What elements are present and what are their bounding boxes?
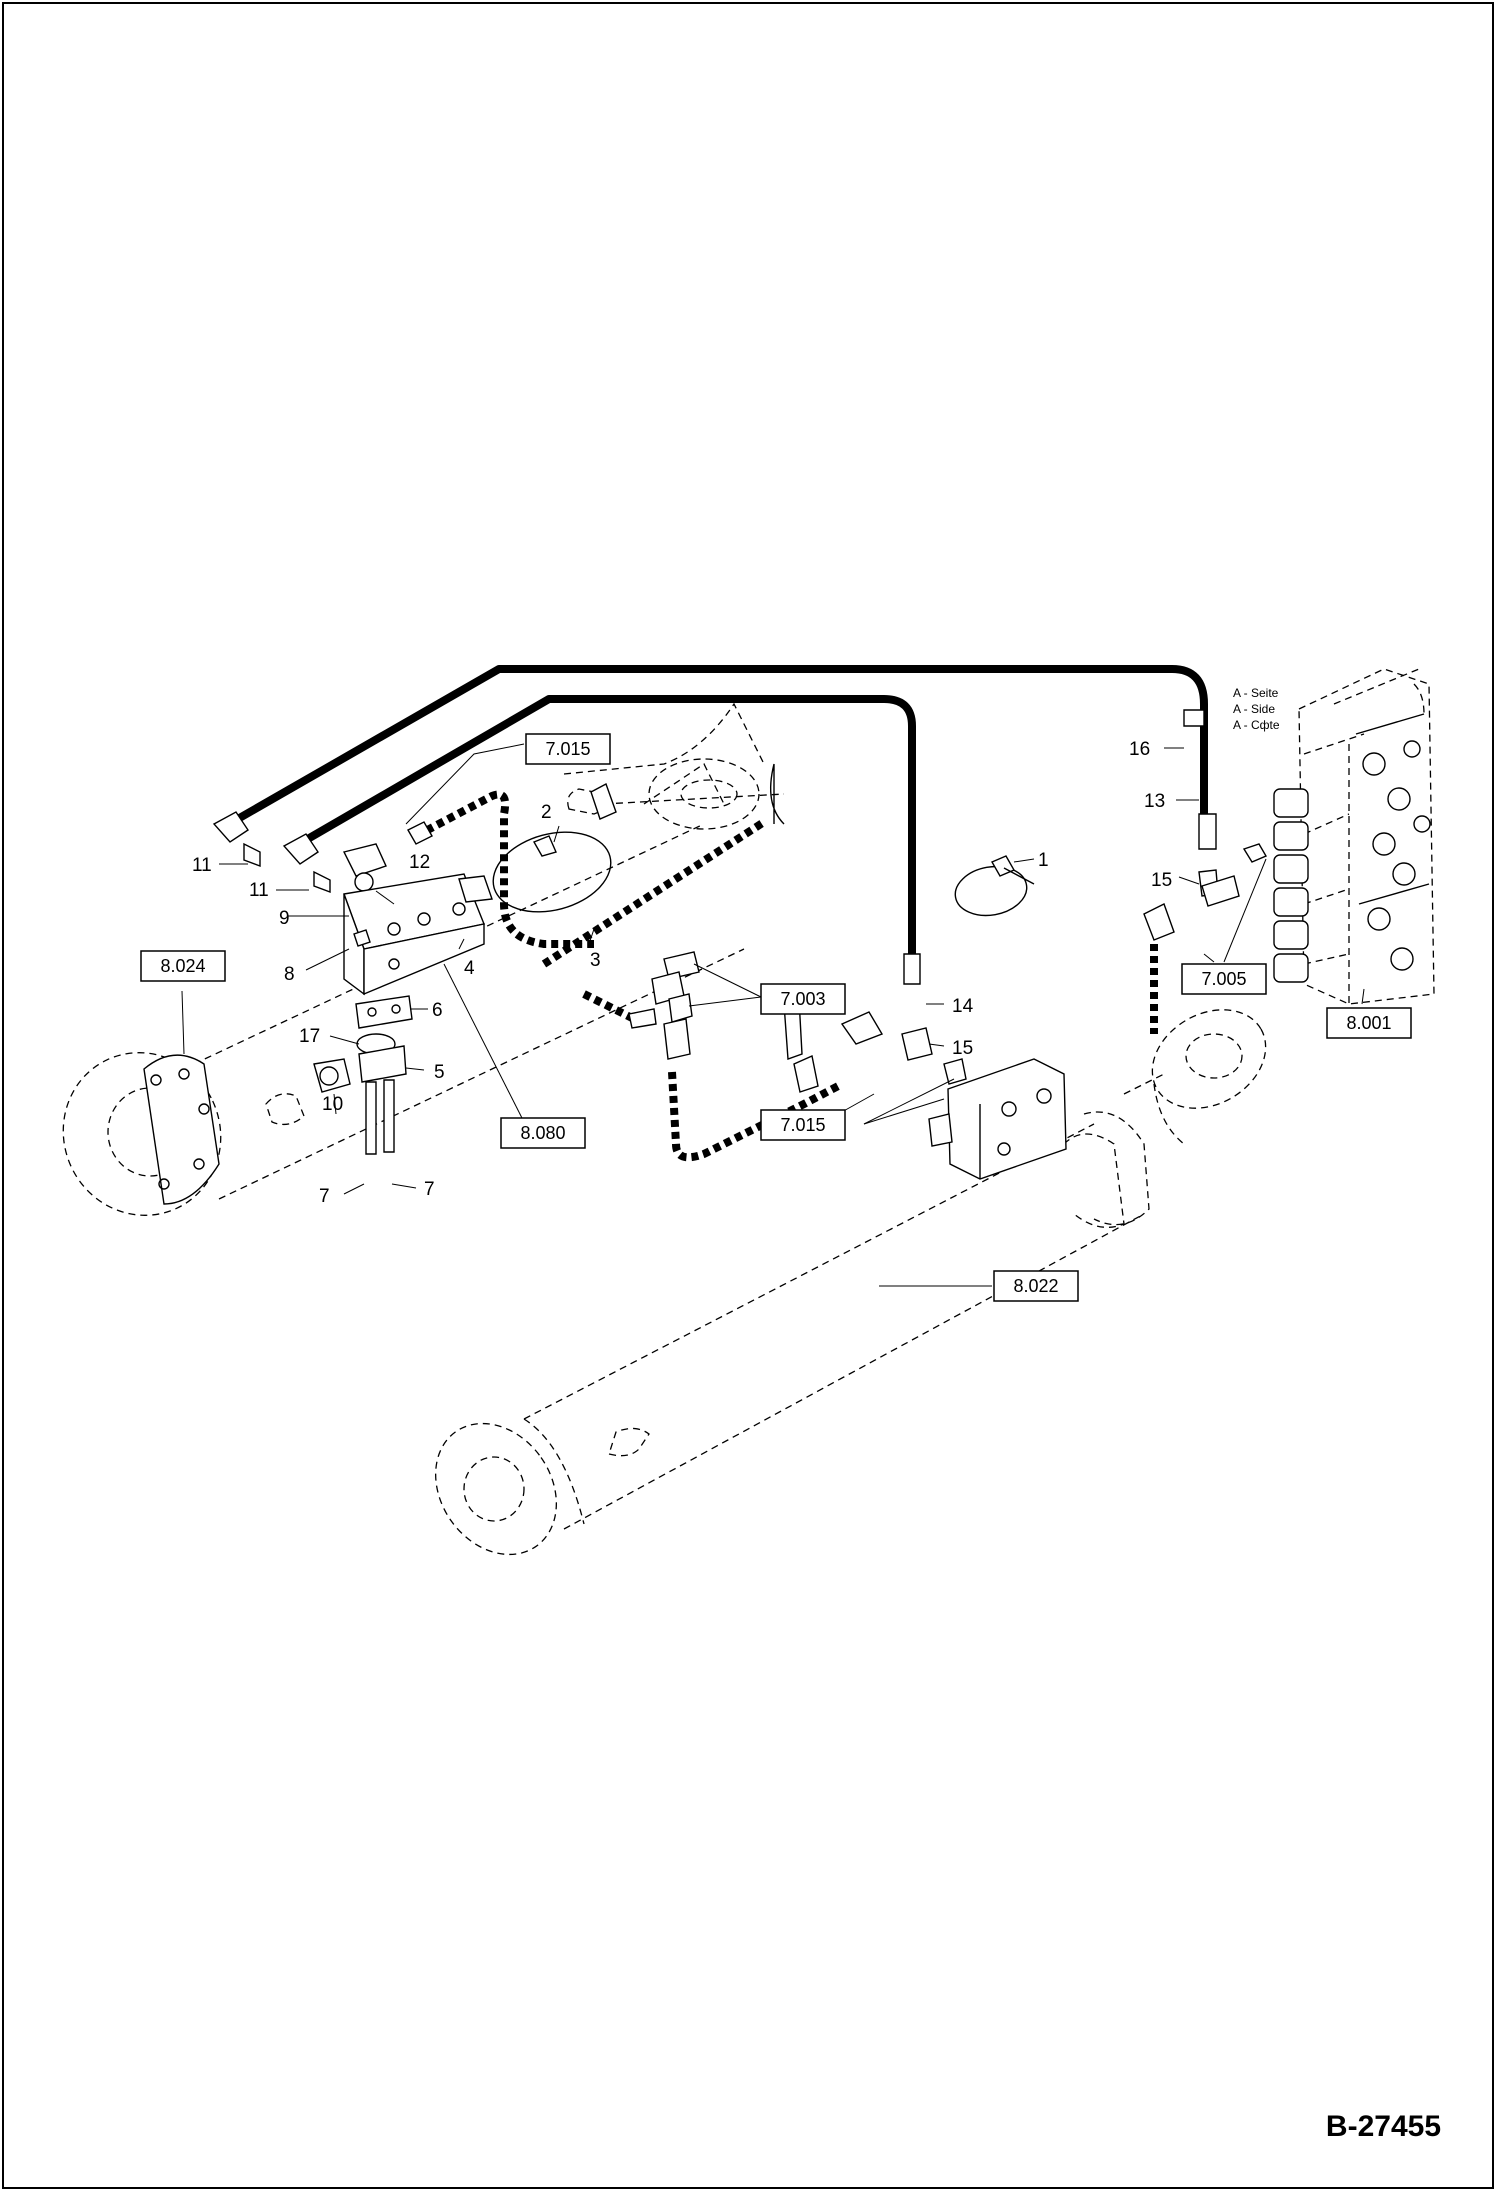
side-label-en: A - Side	[1233, 702, 1275, 716]
side-label-group: A - Seite A - Side A - Cфte	[1233, 686, 1280, 732]
ref-7015-top: 7.015	[525, 733, 611, 765]
svg-text:8.080: 8.080	[520, 1123, 565, 1143]
callout-12: 12	[409, 852, 430, 873]
svg-text:7.015: 7.015	[545, 739, 590, 759]
svg-text:7.005: 7.005	[1201, 969, 1246, 989]
ref-8024: 8.024	[140, 950, 226, 982]
fittings	[212, 709, 1268, 1180]
upper-cylinder	[541, 702, 785, 968]
callout-7b: 7	[424, 1179, 435, 1200]
ref-8080: 8.080	[500, 1117, 586, 1149]
reference-boxes: 7.015 7.003 7.015 7.005 8.001 8.024 8.08…	[140, 733, 1412, 1302]
leader-lines	[181, 743, 1365, 1287]
callout-labels: 1 2 3 4 5 6 7 7 8 9 10 11 11 12 13 14 15…	[192, 739, 1172, 1207]
ref-7005: 7.005	[1181, 963, 1267, 995]
svg-text:7.015: 7.015	[780, 1115, 825, 1135]
ref-8001: 8.001	[1326, 1007, 1412, 1039]
side-label-fr: A - Cфte	[1233, 718, 1280, 732]
document-id: B-27455	[1326, 2110, 1441, 2143]
ref-7015-bottom: 7.015	[760, 1109, 846, 1141]
callout-1: 1	[1038, 850, 1049, 871]
callout-6: 6	[432, 1000, 443, 1021]
callout-11b: 11	[249, 880, 269, 901]
callout-2: 2	[541, 802, 552, 823]
callout-14: 14	[952, 996, 974, 1017]
valve-spools	[1273, 740, 1431, 983]
callout-4: 4	[464, 958, 475, 979]
callout-9: 9	[279, 908, 290, 929]
callout-15a: 15	[1151, 870, 1172, 891]
svg-text:8.001: 8.001	[1346, 1013, 1391, 1033]
callout-16: 16	[1129, 739, 1150, 760]
side-label-de: A - Seite	[1233, 686, 1279, 700]
callout-8: 8	[284, 964, 295, 985]
callout-13: 13	[1144, 791, 1165, 812]
callout-5: 5	[434, 1062, 445, 1083]
callout-10: 10	[322, 1094, 343, 1115]
control-valve-block	[1273, 668, 1435, 1005]
callout-11a: 11	[192, 855, 212, 876]
svg-text:8.022: 8.022	[1013, 1276, 1058, 1296]
callout-17: 17	[299, 1026, 320, 1047]
hoses	[225, 665, 1208, 1162]
ref-8022: 8.022	[993, 1270, 1079, 1302]
main-cylinder	[435, 1009, 1267, 1556]
svg-text:8.024: 8.024	[160, 956, 205, 976]
callout-15b: 15	[952, 1038, 973, 1059]
svg-text:7.003: 7.003	[780, 989, 825, 1009]
ref-7003: 7.003	[760, 983, 846, 1015]
callout-7a: 7	[319, 1186, 330, 1207]
exploded-parts-diagram: 1 2 3 4 5 6 7 7 8 9 10 11 11 12 13 14 15…	[62, 665, 1441, 2143]
callout-3: 3	[590, 950, 601, 971]
